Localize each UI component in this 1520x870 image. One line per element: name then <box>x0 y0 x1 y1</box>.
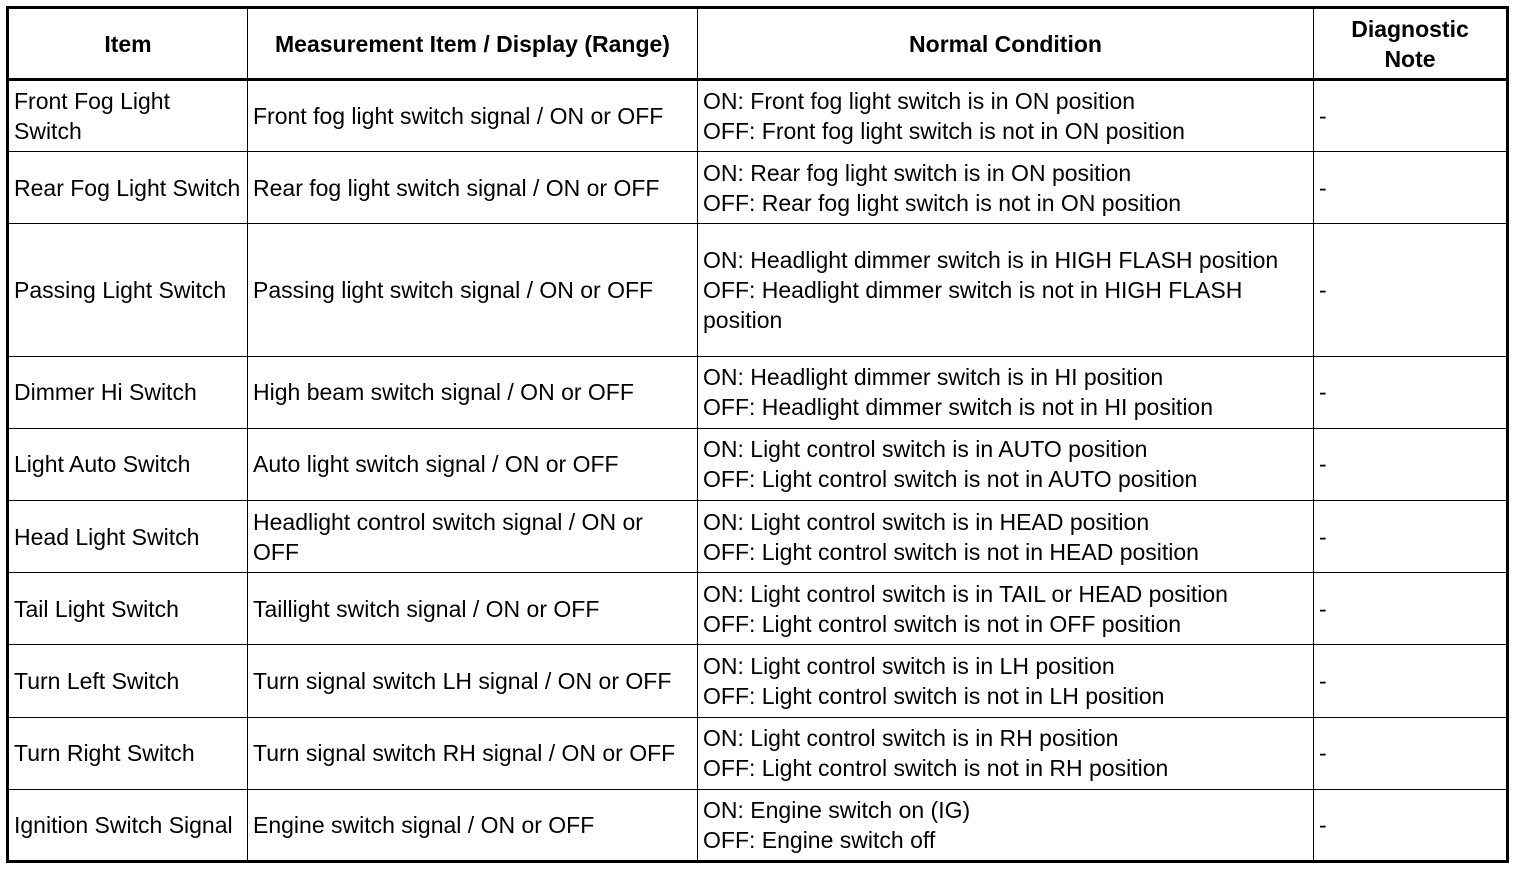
cell-note: - <box>1313 427 1508 502</box>
cell-measurement: Turn signal switch LH signal / ON or OFF <box>247 644 698 718</box>
condition-on: ON: Light control switch is in TAIL or H… <box>703 580 1228 607</box>
table-header-row: Item Measurement Item / Display (Range) … <box>7 7 1508 81</box>
cell-measurement: Taillight switch signal / ON or OFF <box>247 572 698 646</box>
cell-item: Ignition Switch Signal <box>7 788 248 863</box>
cell-note: - <box>1313 500 1508 574</box>
cell-note: - <box>1313 716 1508 790</box>
cell-item: Head Light Switch <box>7 500 248 574</box>
cell-note: - <box>1313 78 1508 153</box>
condition-off: OFF: Light control switch is not in LH p… <box>703 682 1165 709</box>
condition-on: ON: Engine switch on (IG) <box>703 796 971 823</box>
condition-on: ON: Front fog light switch is in ON posi… <box>703 88 1136 115</box>
condition-off: OFF: Light control switch is not in HEAD… <box>703 538 1199 565</box>
cell-normal-condition: ON: Engine switch on (IG) OFF: Engine sw… <box>697 788 1314 863</box>
cell-normal-condition: ON: Light control switch is in AUTO posi… <box>697 427 1314 502</box>
header-normal-condition: Normal Condition <box>697 7 1314 81</box>
cell-measurement: Engine switch signal / ON or OFF <box>247 788 698 863</box>
header-measurement: Measurement Item / Display (Range) <box>247 7 698 81</box>
condition-on: ON: Light control switch is in AUTO posi… <box>703 436 1148 463</box>
cell-note: - <box>1313 223 1508 357</box>
table-row: Head Light Switch Headlight control swit… <box>7 500 1508 574</box>
condition-on: ON: Headlight dimmer switch is in HI pos… <box>703 364 1164 391</box>
cell-item: Turn Right Switch <box>7 716 248 790</box>
condition-off: OFF: Light control switch is not in RH p… <box>703 755 1169 782</box>
data-list-table: Item Measurement Item / Display (Range) … <box>6 6 1509 863</box>
cell-note: - <box>1313 572 1508 646</box>
condition-off: OFF: Headlight dimmer switch is not in H… <box>703 394 1214 421</box>
table-row: Turn Right Switch Turn signal switch RH … <box>7 716 1508 790</box>
cell-note: - <box>1313 788 1508 863</box>
cell-normal-condition: ON: Light control switch is in LH positi… <box>697 644 1314 718</box>
cell-normal-condition: ON: Rear fog light switch is in ON posit… <box>697 151 1314 225</box>
table-row: Front Fog Light Switch Front fog light s… <box>7 78 1508 153</box>
condition-off: OFF: Headlight dimmer switch is not in H… <box>703 277 1243 333</box>
cell-measurement: High beam switch signal / ON or OFF <box>247 355 698 429</box>
cell-measurement: Turn signal switch RH signal / ON or OFF <box>247 716 698 790</box>
cell-note: - <box>1313 644 1508 718</box>
table-row: Rear Fog Light Switch Rear fog light swi… <box>7 151 1508 225</box>
cell-item: Passing Light Switch <box>7 223 248 357</box>
cell-note: - <box>1313 151 1508 225</box>
cell-normal-condition: ON: Headlight dimmer switch is in HIGH F… <box>697 223 1314 357</box>
condition-on: ON: Light control switch is in RH positi… <box>703 725 1119 752</box>
cell-measurement: Rear fog light switch signal / ON or OFF <box>247 151 698 225</box>
cell-item: Front Fog Light Switch <box>7 78 248 153</box>
cell-normal-condition: ON: Light control switch is in TAIL or H… <box>697 572 1314 646</box>
condition-on: ON: Headlight dimmer switch is in HIGH F… <box>703 247 1279 273</box>
cell-normal-condition: ON: Light control switch is in HEAD posi… <box>697 500 1314 574</box>
condition-off: OFF: Rear fog light switch is not in ON … <box>703 189 1182 216</box>
cell-item: Turn Left Switch <box>7 644 248 718</box>
condition-on: ON: Rear fog light switch is in ON posit… <box>703 159 1132 186</box>
table-row: Dimmer Hi Switch High beam switch signal… <box>7 355 1508 429</box>
cell-measurement: Front fog light switch signal / ON or OF… <box>247 78 698 153</box>
condition-on: ON: Light control switch is in LH positi… <box>703 652 1115 679</box>
table-row: Turn Left Switch Turn signal switch LH s… <box>7 644 1508 718</box>
cell-normal-condition: ON: Front fog light switch is in ON posi… <box>697 78 1314 153</box>
table-row: Ignition Switch Signal Engine switch sig… <box>7 788 1508 863</box>
cell-item: Light Auto Switch <box>7 427 248 502</box>
cell-measurement: Auto light switch signal / ON or OFF <box>247 427 698 502</box>
condition-on: ON: Light control switch is in HEAD posi… <box>703 508 1150 535</box>
cell-normal-condition: ON: Light control switch is in RH positi… <box>697 716 1314 790</box>
condition-off: OFF: Engine switch off <box>703 826 936 853</box>
condition-off: OFF: Light control switch is not in OFF … <box>703 610 1182 637</box>
table-row: Tail Light Switch Taillight switch signa… <box>7 572 1508 646</box>
table-row: Light Auto Switch Auto light switch sign… <box>7 427 1508 502</box>
cell-item: Dimmer Hi Switch <box>7 355 248 429</box>
header-item: Item <box>7 7 248 81</box>
cell-normal-condition: ON: Headlight dimmer switch is in HI pos… <box>697 355 1314 429</box>
cell-measurement: Headlight control switch signal / ON or … <box>247 500 698 574</box>
condition-off: OFF: Light control switch is not in AUTO… <box>703 466 1198 493</box>
table-row: Passing Light Switch Passing light switc… <box>7 223 1508 357</box>
condition-off: OFF: Front fog light switch is not in ON… <box>703 118 1185 145</box>
cell-measurement: Passing light switch signal / ON or OFF <box>247 223 698 357</box>
cell-item: Tail Light Switch <box>7 572 248 646</box>
cell-note: - <box>1313 355 1508 429</box>
cell-item: Rear Fog Light Switch <box>7 151 248 225</box>
header-diagnostic-note: Diagnostic Note <box>1313 7 1508 81</box>
